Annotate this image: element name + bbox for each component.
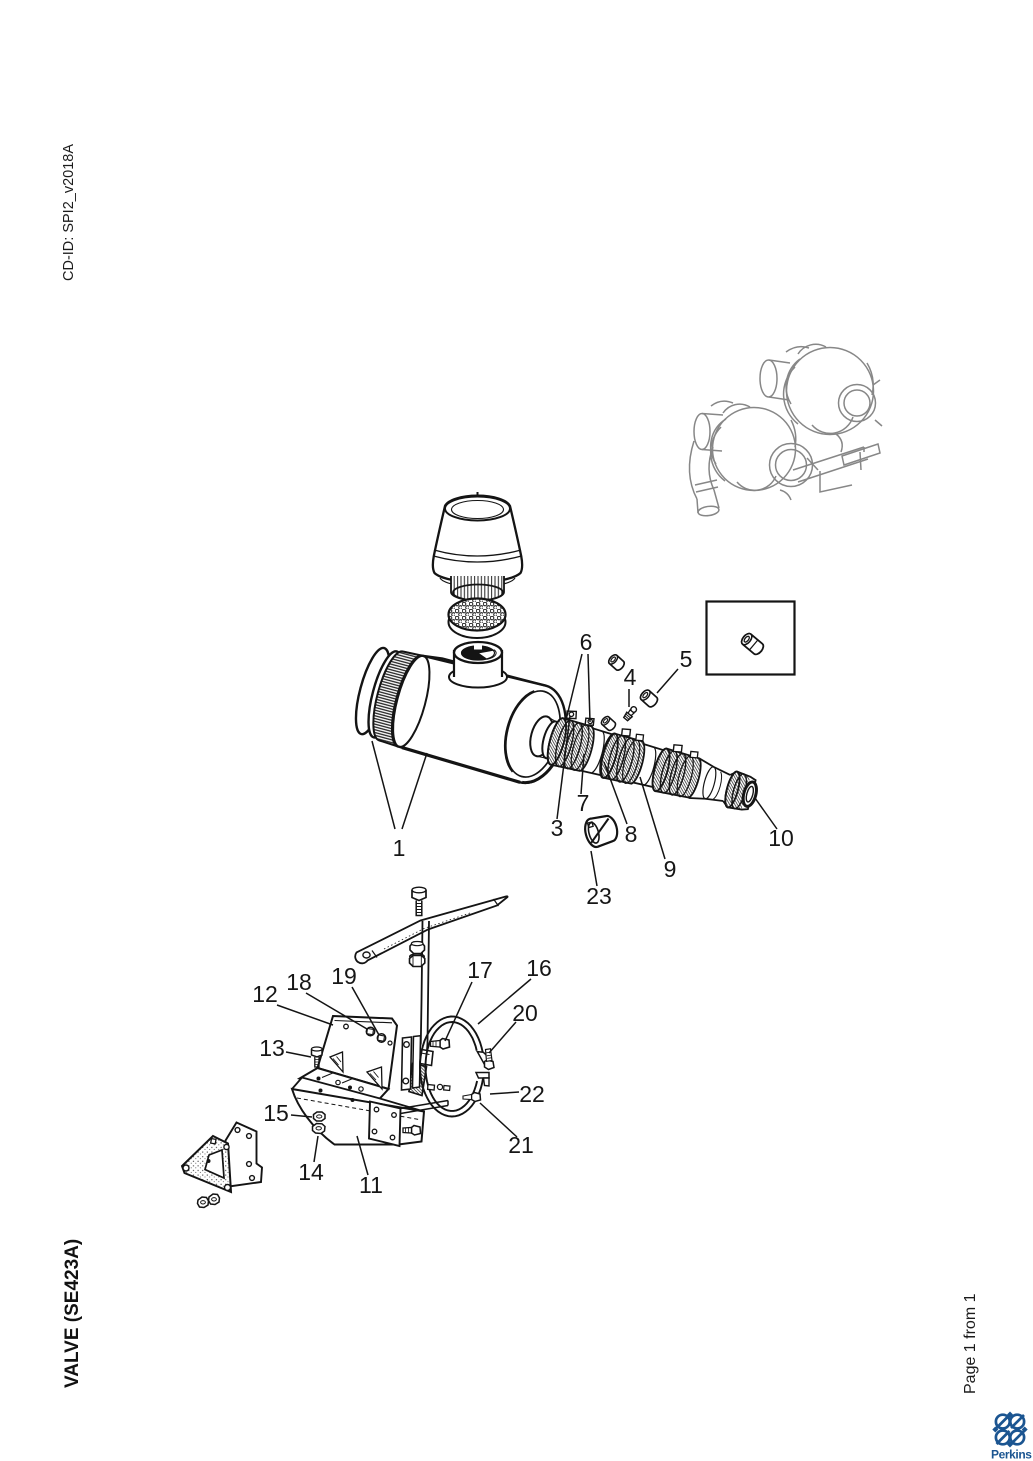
svg-text:CD-ID: SPI2_v2018A: CD-ID: SPI2_v2018A <box>61 144 77 281</box>
svg-text:14: 14 <box>298 1159 324 1185</box>
svg-text:11: 11 <box>359 1172 383 1198</box>
svg-text:Page 1 from 1: Page 1 from 1 <box>962 1293 979 1394</box>
svg-text:10: 10 <box>768 825 794 851</box>
svg-text:12: 12 <box>252 981 278 1007</box>
svg-text:7: 7 <box>577 790 590 816</box>
svg-text:Perkins: Perkins <box>991 1448 1032 1461</box>
svg-text:15: 15 <box>263 1100 289 1126</box>
svg-text:4: 4 <box>624 664 637 690</box>
svg-text:VALVE (SE423A): VALVE (SE423A) <box>62 1239 83 1388</box>
svg-text:21: 21 <box>508 1132 534 1158</box>
svg-text:6: 6 <box>580 629 593 655</box>
svg-text:18: 18 <box>286 969 312 995</box>
svg-text:16: 16 <box>526 955 552 981</box>
svg-text:22: 22 <box>519 1081 545 1107</box>
svg-text:3: 3 <box>551 815 564 841</box>
svg-text:8: 8 <box>625 821 638 847</box>
svg-text:1: 1 <box>393 835 406 861</box>
svg-text:20: 20 <box>512 1000 538 1026</box>
svg-text:13: 13 <box>259 1035 285 1061</box>
svg-text:23: 23 <box>586 883 612 909</box>
svg-text:9: 9 <box>664 856 677 882</box>
svg-text:19: 19 <box>331 963 357 989</box>
svg-text:5: 5 <box>680 646 693 672</box>
svg-text:17: 17 <box>467 957 493 983</box>
